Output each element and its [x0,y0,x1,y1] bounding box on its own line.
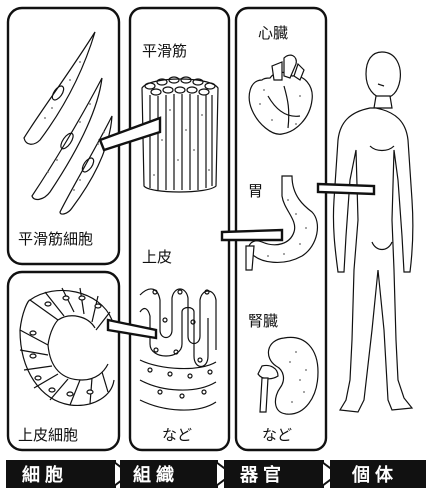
label-epithelial-cell: 上皮細胞 [18,426,78,444]
connector-tissue-to-stomach [222,230,282,240]
stage-label-cell: 細胞 [22,464,68,486]
label-etc-organ: など [262,426,292,444]
stage-label-tissue: 組織 [133,464,179,486]
label-heart: 心臓 [258,24,288,42]
connector-organ-to-body [318,184,374,194]
human-figure-illustration [333,52,412,412]
label-kidney: 腎臓 [248,312,278,330]
label-etc-tissue: など [162,426,192,444]
stage-label-organ: 器官 [239,464,286,486]
label-smooth-muscle-cell: 平滑筋細胞 [18,230,93,248]
label-smooth-muscle: 平滑筋 [142,42,187,60]
label-epithelium: 上皮 [142,248,172,266]
stage-label-individual: 個体 [351,464,398,486]
stage-bar: 細胞 組織 器官 個体 [6,460,426,488]
label-stomach: 胃 [248,182,263,200]
